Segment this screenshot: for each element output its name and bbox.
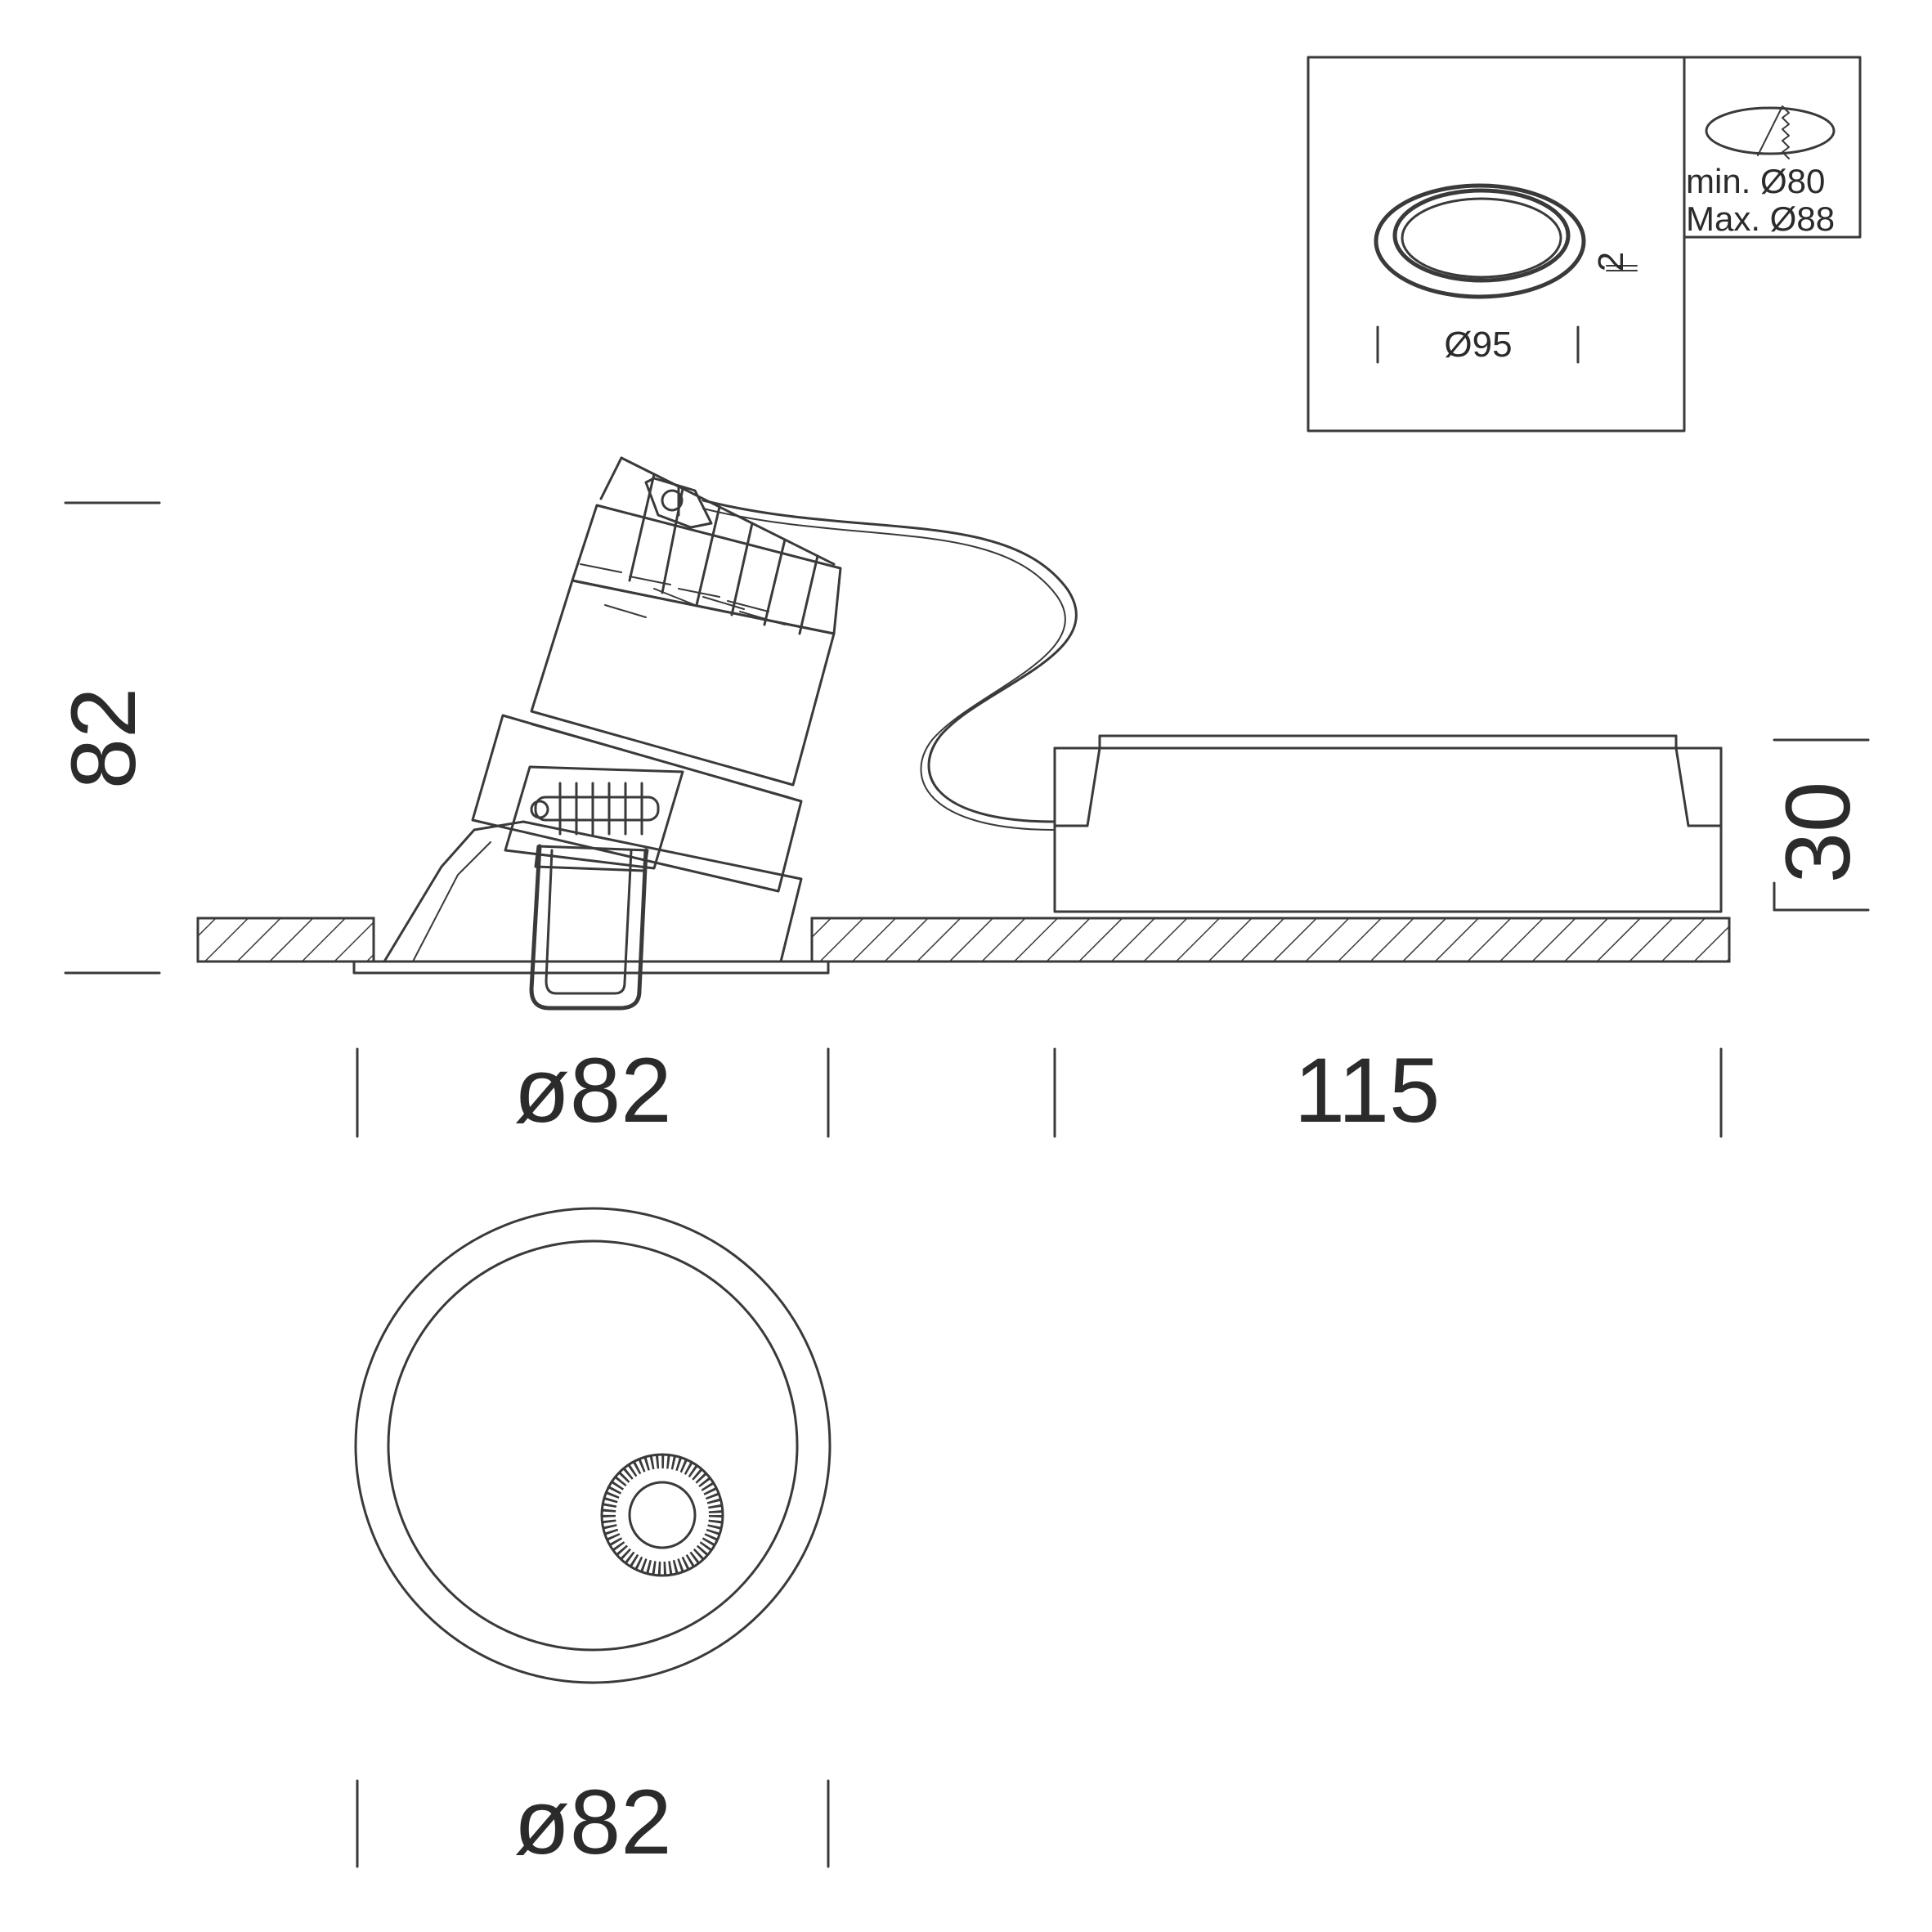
dimension-trim-bottom: ø82 — [356, 1771, 830, 1873]
side-view — [196, 456, 1731, 1011]
connector-screw — [661, 489, 684, 512]
cutout-max-label: Max. Ø88 — [1686, 199, 1835, 238]
led-module-body — [530, 579, 836, 787]
inset-trim-middle — [1392, 188, 1571, 283]
driver-length-label: 115 — [1294, 1039, 1441, 1141]
spring-clip-bracket — [534, 845, 649, 872]
reflector-inner-line — [412, 841, 491, 962]
trim-inner-circle — [387, 1239, 799, 1652]
power-cable-inner — [702, 508, 1066, 831]
inset-trim-diameter-label: Ø95 — [1444, 325, 1512, 365]
saw-icon — [1757, 105, 1790, 159]
inset-frame — [1307, 56, 1686, 433]
driver-end-right — [1674, 746, 1723, 827]
inset-trim-inner — [1401, 197, 1562, 279]
cutout-frame — [1683, 56, 1862, 239]
driver-end-left — [1053, 746, 1101, 827]
bottom-view — [354, 1207, 832, 1684]
dimension-trim-side: ø82 — [356, 1039, 830, 1141]
dimension-driver-length: 115 — [1053, 1039, 1723, 1141]
inset-trim-outer — [1374, 183, 1586, 299]
spring-housing — [504, 765, 684, 870]
torsion-spring-icon — [530, 782, 660, 836]
trim-outer-circle — [354, 1207, 832, 1684]
driver-height-label: 30 — [1767, 782, 1869, 884]
trim-flange — [352, 960, 830, 975]
cutout-ellipse-icon — [1705, 106, 1836, 155]
led-module-top — [571, 504, 842, 635]
height-total-label: 82 — [52, 688, 155, 790]
spring-clip-arm — [529, 844, 648, 1011]
trim-diameter-side-label: ø82 — [514, 1039, 672, 1141]
ceiling-slab-left — [196, 917, 375, 963]
installation-inset: min. Ø80 Max. Ø88 Ø95 2 — [1307, 56, 1862, 433]
spot-lens-icon — [602, 1455, 723, 1576]
cutout-min-label: min. Ø80 — [1686, 162, 1825, 200]
gimbal-ring-detail — [531, 724, 790, 798]
inset-thickness-label: 2 — [1591, 252, 1631, 271]
trim-diameter-bottom-label: ø82 — [514, 1771, 672, 1873]
reflector-body — [383, 820, 803, 963]
spring-clip-arm-inner — [545, 849, 633, 995]
dimension-height-total: 82 — [52, 501, 161, 975]
spot-inner-circle — [628, 1481, 697, 1549]
connector-block — [644, 477, 713, 529]
dimension-driver-height: 30 — [1767, 738, 1870, 912]
ceiling-slab-right — [810, 917, 1731, 963]
driver-top — [1053, 734, 1723, 750]
power-cable — [702, 499, 1078, 823]
driver-box — [1053, 746, 1723, 913]
